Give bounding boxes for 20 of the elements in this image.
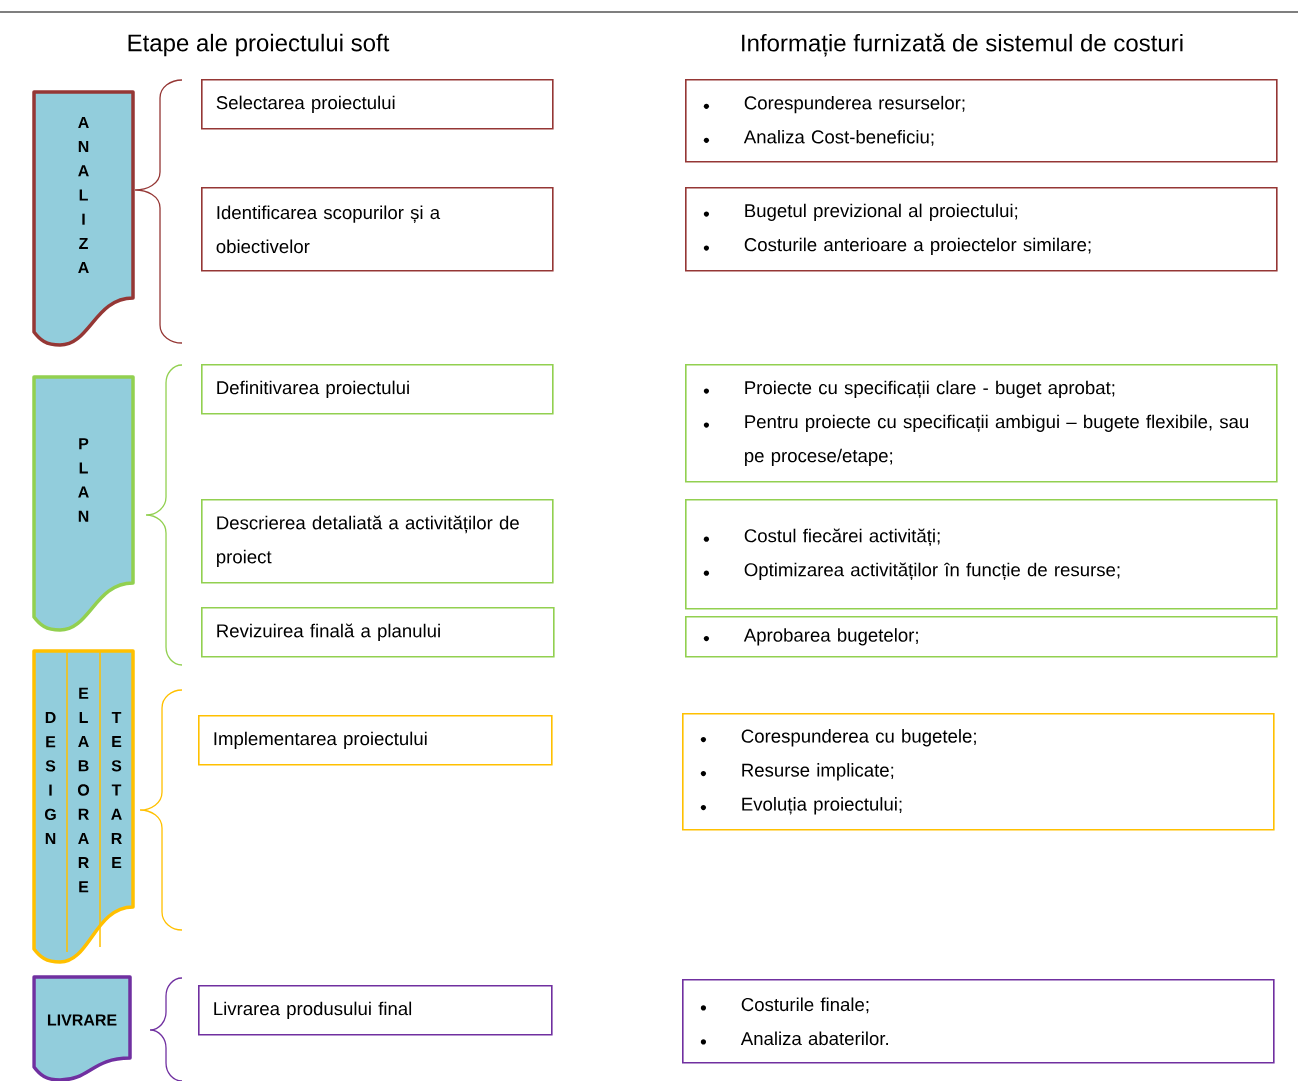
info-box: Corespunderea resurselor; Analiza Cost-beneficiu; xyxy=(685,79,1278,163)
stage-box: Identificarea scopurilor și a obiectivelor xyxy=(201,187,554,272)
stage-box: Definitivarea proiectului xyxy=(201,364,554,415)
stage-box: Selectarea proiectului xyxy=(201,79,554,130)
info-box: Proiecte cu specificații clare - buget aprobat; Pentru proiecte cu specificații ambigui – bugete flexibile, sau pe procese/etape; xyxy=(685,364,1278,483)
stage-box: Implementarea proiectului xyxy=(198,715,553,766)
column-heading: Etape ale proiectului soft xyxy=(128,33,390,57)
info-box: Costul fiecărei activități; Optimizarea activităților în funcție de resurse; xyxy=(685,499,1278,610)
info-box: Corespunderea cu bugetele; Resurse implicate; Evoluția proiectului; xyxy=(682,713,1275,831)
phase-banner: PLAN xyxy=(32,375,135,632)
phase-banner: DESIGN ELABORARE TESTARE xyxy=(32,649,135,964)
phase-banner: LIVRARE xyxy=(32,975,132,1081)
stage-box: Descrierea detaliată a activităților de proiect xyxy=(201,499,554,584)
info-box: Bugetul previzional al proiectului; Costurile anterioare a proiectelor similare; xyxy=(685,187,1278,272)
phase-banner: ANALIZA xyxy=(32,90,135,347)
stage-box: Revizuirea finală a planului xyxy=(201,607,555,658)
info-box: Aprobarea bugetelor; xyxy=(685,616,1278,658)
info-box: Costurile finale; Analiza abaterilor. xyxy=(682,979,1275,1064)
column-heading: Informație furnizată de sistemul de costuri xyxy=(742,33,1183,57)
stage-box: Livrarea produsului final xyxy=(198,985,553,1036)
